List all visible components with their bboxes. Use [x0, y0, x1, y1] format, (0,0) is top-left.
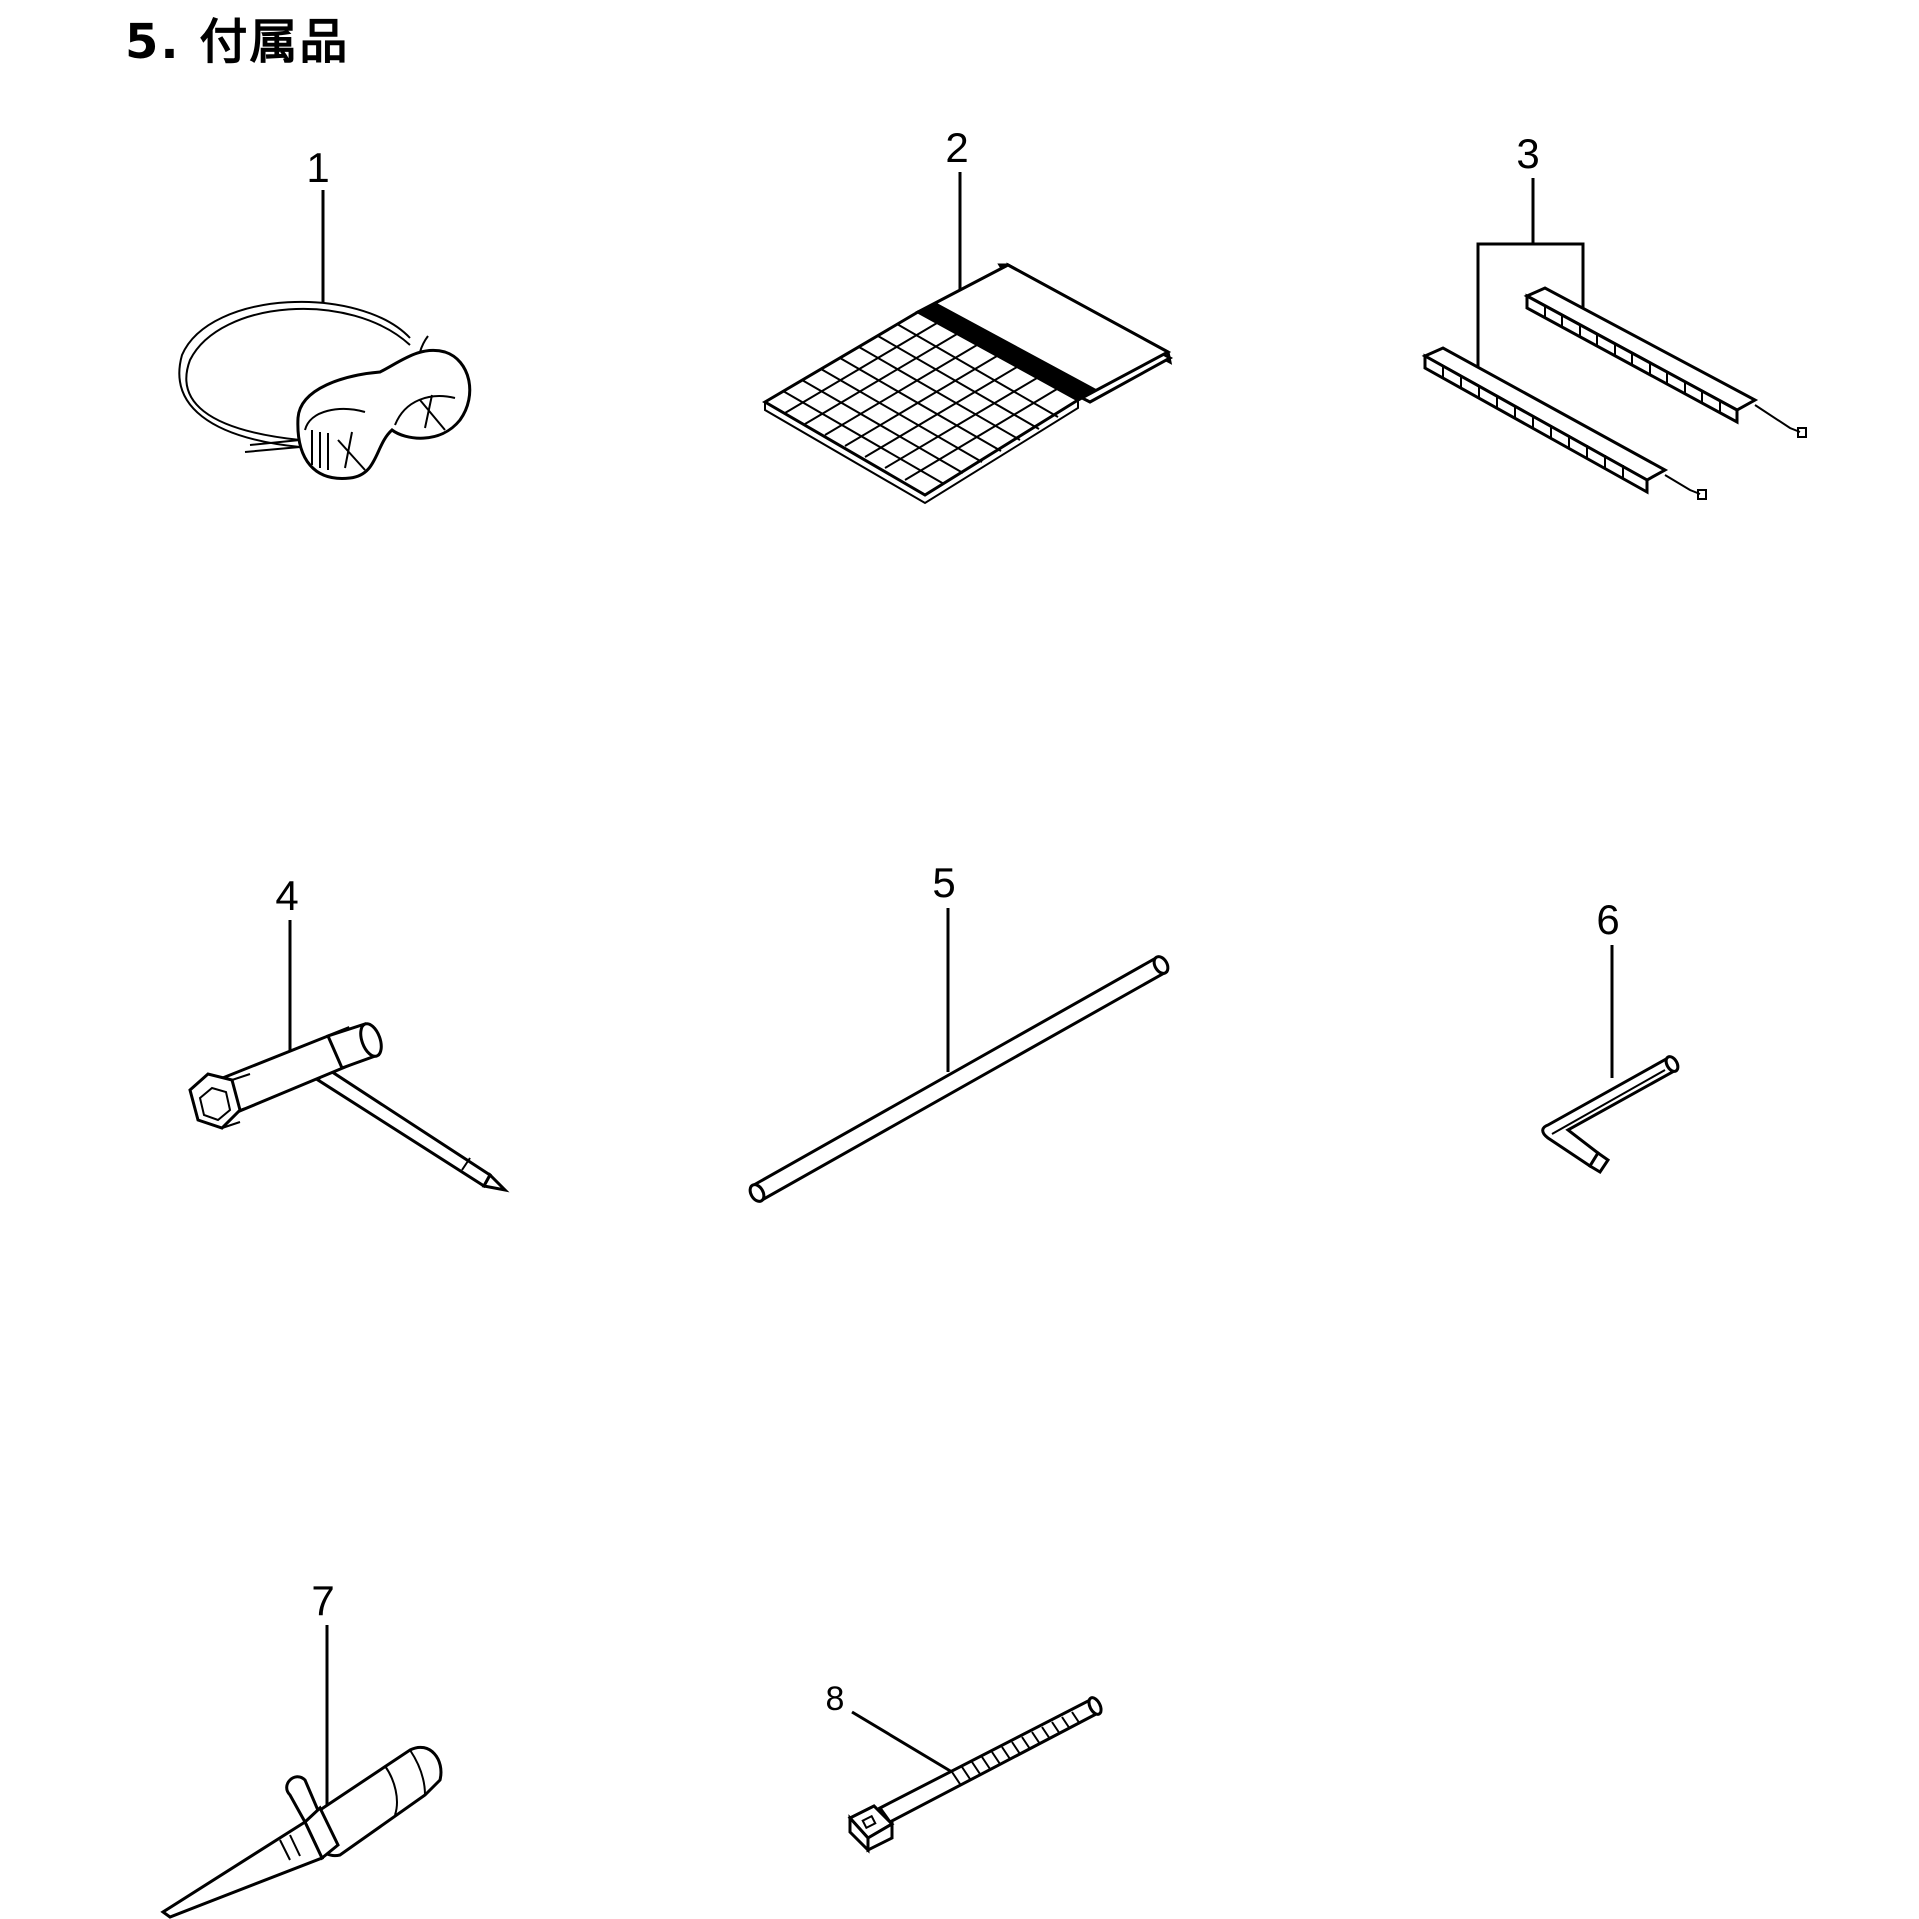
part-2: 2 — [762, 124, 1174, 505]
callout-number-2: 2 — [945, 124, 968, 171]
manual-booklet-icon — [762, 262, 1174, 505]
part-8: 8 — [826, 1680, 1103, 1854]
hex-key-icon — [1541, 1055, 1680, 1175]
page-title: 5. 付属品 — [125, 14, 350, 70]
bracket-3 — [1476, 242, 1585, 372]
tire-valve-tool-icon — [160, 1745, 443, 1919]
cable-tie-icon — [847, 1696, 1103, 1854]
callout-number-7: 7 — [311, 1577, 334, 1624]
leader-line-8 — [851, 1710, 953, 1774]
part-1: 1 — [178, 144, 472, 480]
part-6: 6 — [1541, 896, 1680, 1175]
part-3: 3 — [1421, 130, 1807, 500]
callout-number-4: 4 — [275, 872, 298, 919]
rod-icon — [748, 955, 1170, 1203]
balance-weight-strips-icon — [1421, 286, 1807, 500]
part-7: 7 — [160, 1577, 443, 1919]
goggles-icon — [178, 300, 472, 480]
callout-number-1: 1 — [306, 144, 329, 191]
part-5: 5 — [748, 859, 1170, 1203]
callout-number-3: 3 — [1516, 130, 1539, 177]
callout-number-6: 6 — [1596, 896, 1619, 943]
callout-number-8: 8 — [826, 1680, 845, 1718]
plug-wrench-screwdriver-icon — [188, 1022, 510, 1193]
part-4: 4 — [188, 872, 510, 1193]
callout-number-5: 5 — [932, 859, 955, 906]
